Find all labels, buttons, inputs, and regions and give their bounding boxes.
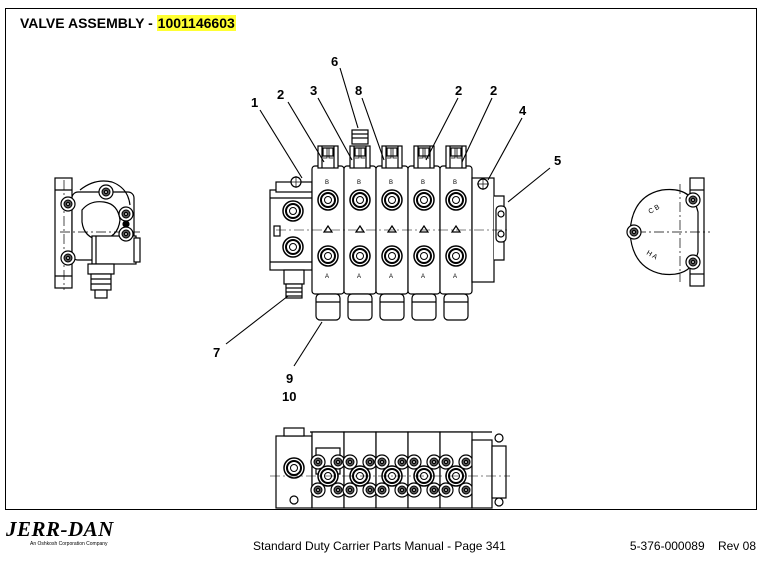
svg-text:A: A — [357, 274, 361, 280]
front-view: B A B A — [269, 129, 510, 321]
svg-text:A: A — [421, 274, 425, 280]
callout-5: 5 — [554, 153, 561, 168]
svg-text:B: B — [357, 180, 361, 186]
callout-8: 8 — [355, 83, 362, 98]
svg-text:A: A — [325, 274, 329, 280]
svg-text:A: A — [453, 274, 457, 280]
svg-text:B: B — [389, 180, 393, 186]
callout-9: 9 — [286, 371, 293, 386]
brand-name: JERR-DAN — [6, 517, 114, 541]
callout-7: 7 — [213, 345, 220, 360]
bottom-view — [270, 427, 510, 509]
left-side-view — [54, 177, 141, 299]
brand-tagline: An Oshkosh Corporation Company — [30, 541, 108, 547]
revision: Rev 08 — [717, 539, 756, 553]
doc-number: 5-376-000089 — [629, 539, 705, 553]
page-border — [5, 8, 757, 510]
footer-manual: Standard Duty Carrier Parts Manual - Pag… — [253, 539, 506, 553]
callout-numbers: 1 2 3 6 8 2 2 4 5 7 9 10 — [213, 54, 561, 404]
part-number: 1001146603 — [156, 15, 236, 31]
callout-2-c: 2 — [490, 83, 497, 98]
svg-text:H A: H A — [645, 250, 659, 262]
callout-2-a: 2 — [277, 87, 284, 102]
svg-text:B: B — [421, 180, 425, 186]
work-sections: B A B A — [311, 129, 473, 321]
callout-3: 3 — [310, 83, 317, 98]
callout-10: 10 — [282, 389, 296, 404]
callout-2-b: 2 — [455, 83, 462, 98]
svg-text:B: B — [453, 180, 457, 186]
brand-logo: JERR-DAN An Oshkosh Corporation Company — [6, 518, 114, 547]
page-number: Page 341 — [454, 539, 506, 553]
svg-text:B: B — [325, 180, 329, 186]
footer-doc-info: 5-376-000089 Rev 08 — [630, 539, 756, 553]
callout-1: 1 — [251, 95, 258, 110]
manual-title: Standard Duty Carrier Parts Manual — [253, 539, 444, 553]
title-prefix: VALVE ASSEMBLY - — [20, 15, 157, 31]
leader-lines — [225, 67, 551, 367]
right-side-view: C B H A — [626, 177, 710, 287]
svg-text:A: A — [389, 274, 393, 280]
footer-separator: - — [443, 539, 455, 553]
callout-6: 6 — [331, 54, 338, 69]
page-title: VALVE ASSEMBLY - 1001146603 — [20, 15, 236, 31]
callout-4: 4 — [519, 103, 527, 118]
